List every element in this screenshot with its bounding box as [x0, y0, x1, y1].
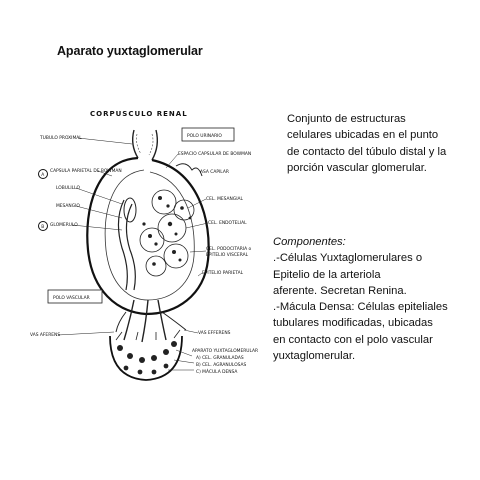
components-line: yuxtaglomerular. — [273, 350, 356, 363]
components-line: Epitelio de la arteriola — [273, 268, 381, 281]
description-line: Conjunto de estructuras — [287, 113, 406, 125]
components-line: en contacto con el polo vascular — [273, 333, 433, 346]
components-line: .-Células Yuxtaglomerulares o — [273, 252, 423, 265]
label-asa-capilar: ASA CAPILAR — [200, 169, 229, 175]
label-aparato-yuxtaglomerular: APARATO YUXTAGLOMERULAR — [192, 348, 258, 354]
marker-a: A — [41, 172, 44, 178]
label-cel-podocitaria: CEL. PODOCITARIA o — [206, 246, 251, 252]
label-epitelio-visceral: EPITELIO VISCERAL — [206, 252, 249, 258]
label-cel-endotelial: CEL. ENDOTELIAL — [208, 220, 247, 226]
label-epitelio-parietal: EPITELIO PARIETAL — [202, 270, 244, 276]
description-line: de contacto del túbulo distal y la — [287, 145, 447, 158]
marker-b: B — [41, 224, 44, 230]
components-heading: Componentes: — [273, 236, 346, 248]
renal-corpuscle-diagram: CORPUSCULO RENAL — [26, 100, 266, 395]
components-line: .-Mácula Densa: Células epiteliales — [273, 301, 448, 314]
label-espacio-capsular: ESPACIO CAPSULAR DE BOWMAN — [178, 151, 251, 157]
label-polo-urinario: POLO URINARIO — [187, 133, 222, 139]
description-text: Conjunto de estructuras celulares ubicad… — [287, 111, 472, 176]
label-macula-densa: C) MÁCULA DENSA — [196, 368, 237, 375]
components-line: tubulares modificadas, ubicadas — [273, 317, 433, 330]
label-mesangio: MESANGIO — [56, 203, 80, 209]
label-vas-aferens: VAS AFERENS — [30, 332, 60, 338]
label-cel-granuladas: A) CEL. GRANULADAS — [196, 355, 244, 361]
label-cel-agranulosas: B) CEL. AGRANULOSAS — [196, 362, 247, 368]
components-text: Componentes: .-Células Yuxtaglomerulares… — [273, 234, 473, 364]
description-line: porción vascular glomerular. — [287, 161, 427, 174]
label-lobulillo: LOBULILLO — [56, 185, 80, 191]
label-capsula-parietal: CAPSULA PARIETAL DE BOWMAN — [50, 168, 122, 174]
label-polo-vascular: POLO VASCULAR — [53, 295, 90, 301]
label-vas-efferens: VAS EFFERENS — [198, 330, 231, 336]
label-glomerulo: GLOMERULO — [50, 222, 78, 228]
juxtaglomerular-apparatus — [109, 335, 183, 381]
description-line: celulares ubicadas en el punto — [287, 129, 439, 142]
label-tubulo-proximal: TUBULO PROXIMAL — [39, 135, 82, 141]
components-line: aferente. Secretan Renina. — [273, 284, 407, 297]
diagram-title: CORPUSCULO RENAL — [90, 110, 188, 118]
label-cel-mesangial: CEL. MESANGIAL — [206, 196, 243, 202]
page-title: Aparato yuxtaglomerular — [57, 44, 203, 58]
